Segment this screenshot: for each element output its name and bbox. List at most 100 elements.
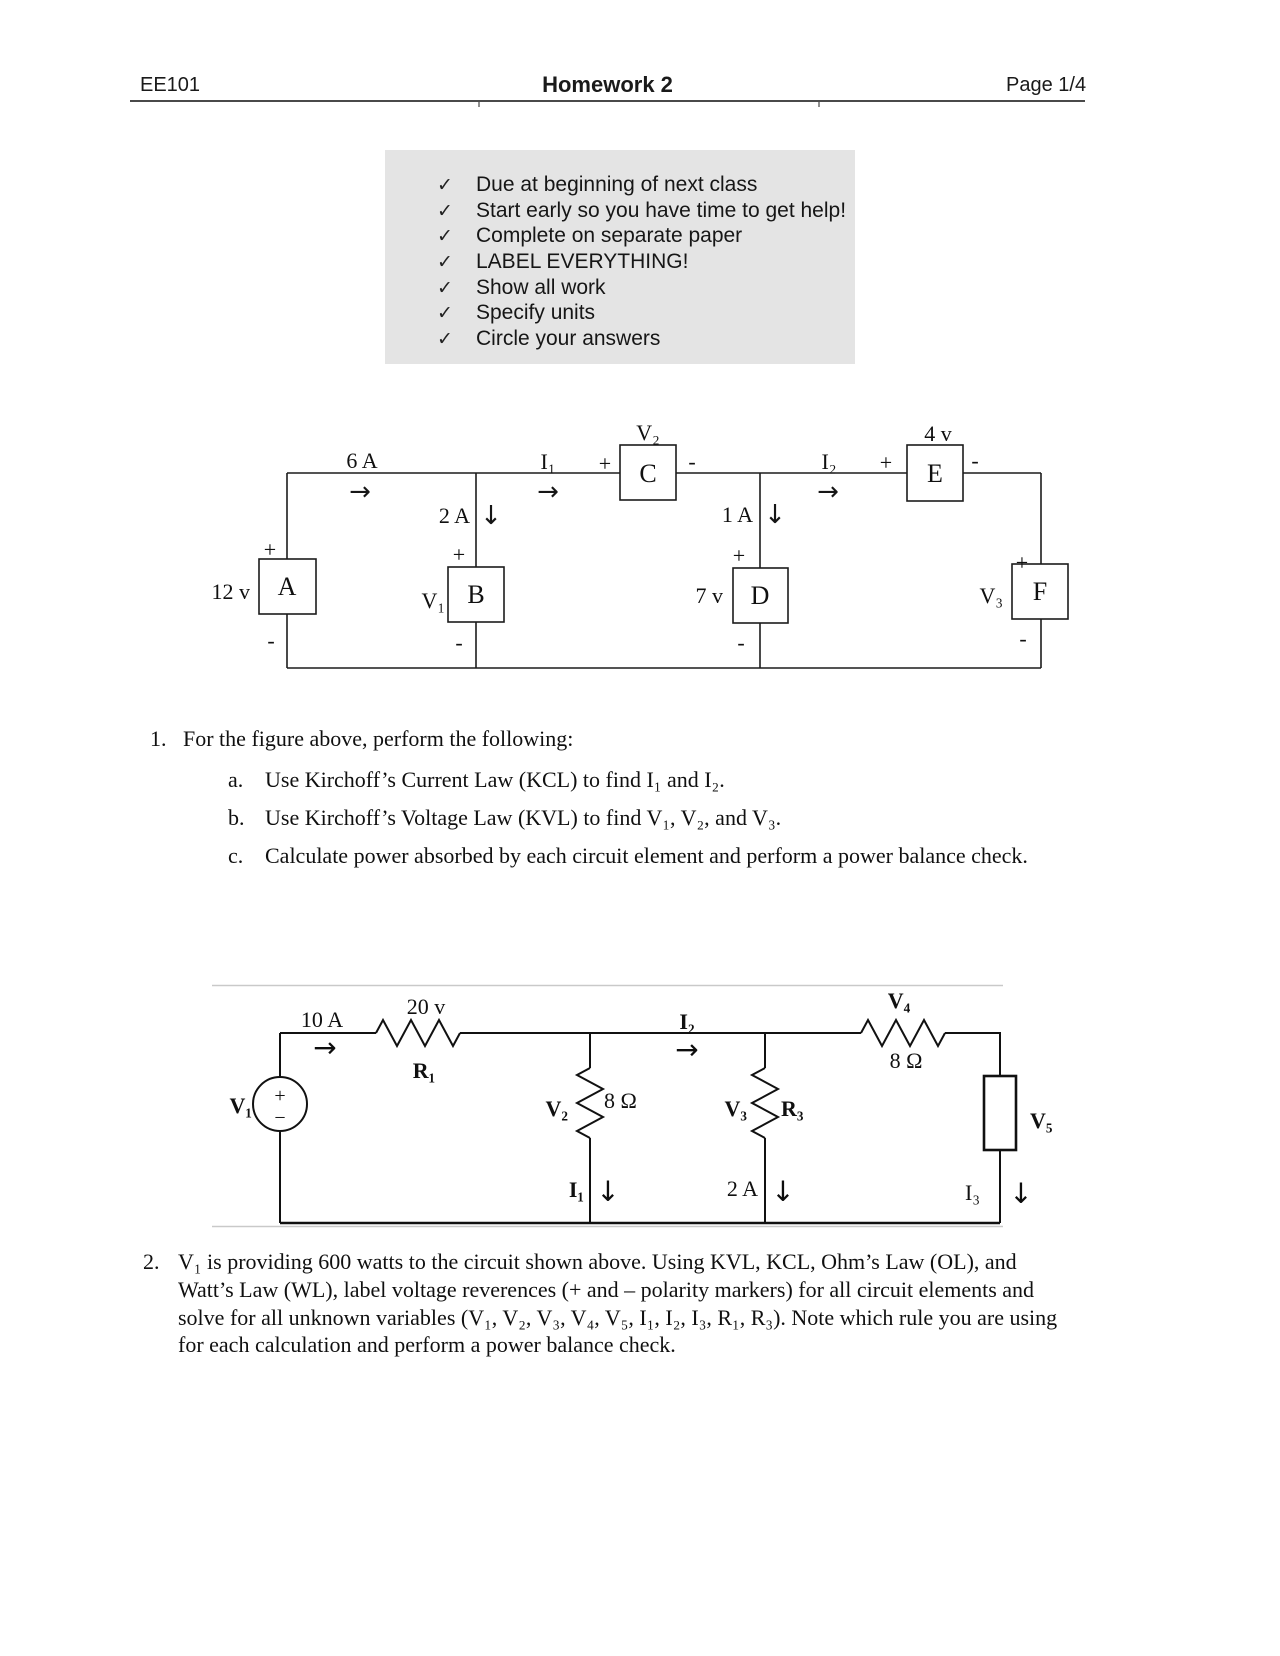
checkmark-icon: ✓ xyxy=(437,199,453,222)
element-V5: V₅ xyxy=(982,1074,1053,1152)
checkmark-icon: ✓ xyxy=(437,276,453,299)
question-2-line-4: for each calculation and perform a power… xyxy=(178,1332,676,1357)
header-rule xyxy=(130,100,1085,102)
page-title: Homework 2 xyxy=(542,72,673,97)
element-E: E 4 v + - xyxy=(880,421,979,502)
element-D-letter: D xyxy=(751,581,770,610)
current-2A-label: 2 A xyxy=(727,1176,758,1201)
question-1-item-a: a. Use Kirchoff’s Current Law (KCL) to f… xyxy=(228,767,725,793)
figure1-wires xyxy=(286,472,1042,669)
current-I1-branch: I₁ ↓ xyxy=(569,1175,620,1208)
polarity-plus: + xyxy=(1016,550,1028,575)
source-minus: − xyxy=(274,1107,285,1129)
right-arrow-icon: → xyxy=(313,1031,336,1064)
v1-label: V₁ xyxy=(230,1093,252,1118)
r1-label: R₁ xyxy=(413,1058,435,1083)
element-B: 2 A ↓ B V₁ + - xyxy=(421,501,505,655)
checkmark-icon: ✓ xyxy=(437,251,453,274)
question-1-item-c: c. Calculate power absorbed by each circ… xyxy=(228,843,1028,869)
notice-item-label: Start early so you have time to get help… xyxy=(476,198,847,222)
d-voltage-label: 7 v xyxy=(696,583,724,608)
polarity-minus: - xyxy=(267,628,274,653)
resistor-V2-8ohm: V₂ 8 Ω xyxy=(546,1067,637,1139)
current-I3-branch: I₃ ↓ xyxy=(965,1177,1033,1210)
polarity-plus: + xyxy=(880,450,892,475)
right-arrow-icon: → xyxy=(675,1033,698,1066)
r3-label: R₃ xyxy=(781,1096,804,1121)
question-number: 2. xyxy=(143,1249,160,1274)
current-2A-label: 2 A xyxy=(439,503,470,528)
figure2-circuit-diagram: + − V₁ 10 A → 20 v R₁ V₂ 8 Ω I₂ → V₃ R₃ … xyxy=(212,984,1053,1228)
current-I1-label: I₁ xyxy=(569,1177,584,1202)
down-arrow-icon: ↓ xyxy=(480,501,502,531)
v2-label: V₂ xyxy=(636,420,660,445)
header-page-number: Page 1/4 xyxy=(1006,74,1087,96)
current-I2-label: I₂ xyxy=(679,1009,695,1034)
source-voltage-label: 12 v xyxy=(212,579,251,604)
resistor-R3: V₃ R₃ xyxy=(725,1067,804,1139)
figure2-wires xyxy=(279,1032,1001,1225)
notice-item-label: Complete on separate paper xyxy=(476,224,743,248)
polarity-minus: - xyxy=(1019,626,1026,651)
v3-label: V₃ xyxy=(725,1096,748,1121)
notice-item: ✓ Show all work xyxy=(437,276,846,302)
checkmark-icon: ✓ xyxy=(437,174,453,196)
notice-item-label: Due at beginning of next class xyxy=(476,173,758,196)
item-letter: b. xyxy=(228,805,245,830)
notice-item: ✓ Start early so you have time to get he… xyxy=(437,199,846,225)
current-6A: 6 A → xyxy=(346,448,377,507)
current-I1: I₁ → xyxy=(537,449,559,507)
r1-voltage-label: 20 v xyxy=(407,994,446,1019)
question-1-item-b: b. Use Kirchoff’s Voltage Law (KVL) to f… xyxy=(228,805,781,831)
v2-label: V₂ xyxy=(546,1096,569,1121)
element-C-letter: C xyxy=(639,459,656,488)
header-rule-tick xyxy=(818,102,820,107)
notice-item-label: Show all work xyxy=(476,275,606,299)
question-text: For the figure above, perform the follow… xyxy=(183,726,574,751)
e-voltage-label: 4 v xyxy=(924,421,952,446)
v4-label: V₄ xyxy=(888,988,911,1013)
r4-ohms-label: 8 Ω xyxy=(890,1048,923,1073)
polarity-plus: + xyxy=(264,537,276,562)
right-arrow-icon: → xyxy=(349,477,371,507)
notice-item: ✓ LABEL EVERYTHING! xyxy=(437,250,846,276)
element-B-letter: B xyxy=(467,580,484,609)
notice-item-label: Circle your answers xyxy=(476,327,661,351)
element-F: F V₃ + - xyxy=(979,550,1069,651)
down-arrow-icon: ↓ xyxy=(596,1175,619,1208)
right-arrow-icon: → xyxy=(537,477,559,507)
right-arrow-icon: → xyxy=(817,477,839,507)
source-plus: + xyxy=(274,1085,285,1107)
current-I2: I₂ → xyxy=(817,449,839,507)
polarity-minus: - xyxy=(688,449,695,474)
down-arrow-icon: ↓ xyxy=(764,500,786,530)
notice-box: ✓ Due at beginning of next class ✓ Start… xyxy=(385,150,855,364)
resistor-V4-8ohm: V₄ 8 Ω xyxy=(860,988,946,1073)
figure2-frame-lines xyxy=(212,984,1003,1228)
polarity-plus: + xyxy=(599,451,611,476)
polarity-minus: - xyxy=(737,630,744,655)
header-rule-tick xyxy=(478,102,480,107)
polarity-minus: - xyxy=(971,448,978,473)
current-1A-label: 1 A xyxy=(722,502,753,527)
current-I2: I₂ → xyxy=(675,1009,698,1066)
item-letter: a. xyxy=(228,767,244,792)
current-10A-label: 10 A xyxy=(301,1007,343,1032)
down-arrow-icon: ↓ xyxy=(1009,1177,1032,1210)
current-I3-label: I₃ xyxy=(965,1180,980,1205)
element-E-letter: E xyxy=(927,459,943,488)
resistor-R1: 20 v R₁ xyxy=(375,994,461,1083)
current-I1-label: I₁ xyxy=(541,449,556,474)
checkmark-icon: ✓ xyxy=(437,302,453,325)
notice-checklist: ✓ Due at beginning of next class ✓ Start… xyxy=(437,173,846,353)
checkmark-icon: ✓ xyxy=(437,225,453,248)
current-6A-label: 6 A xyxy=(346,448,377,473)
element-A-letter: A xyxy=(278,572,297,601)
element-F-letter: F xyxy=(1033,577,1047,606)
source-current-10A: 10 A → xyxy=(301,1007,343,1064)
question-2-line-2: Watt’s Law (WL), label voltage reverence… xyxy=(178,1277,1035,1302)
v5-label: V₅ xyxy=(1030,1108,1053,1133)
notice-item: ✓ Due at beginning of next class xyxy=(437,173,846,199)
element-D: 1 A ↓ D 7 v + - xyxy=(696,500,789,655)
v3-label: V₃ xyxy=(979,583,1003,608)
